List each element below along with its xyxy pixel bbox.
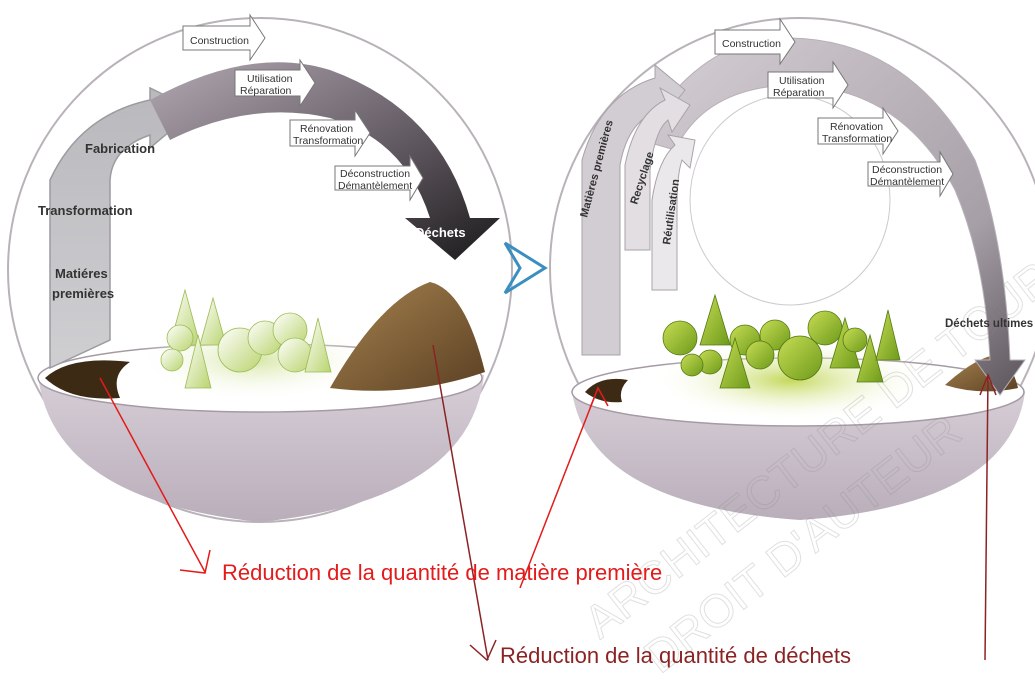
left-step-renovation: Rénovation <box>300 123 353 135</box>
arrow-raw-left-line <box>99 377 206 573</box>
left-label-dechets: Déchets <box>415 225 466 240</box>
left-step-demantelement: Démantèlement <box>338 180 412 192</box>
right-step-deconstruction: Déconstruction <box>872 164 942 176</box>
right-reuse-arrow <box>651 134 696 291</box>
left-label-premieres: premières <box>52 286 114 301</box>
red-pointer-arrows <box>99 344 997 662</box>
left-label-fabrication: Fabrication <box>85 141 155 156</box>
caption-waste-reduction: Réduction de la quantité de déchets <box>500 643 852 668</box>
arrow-raw-right-line <box>519 387 599 589</box>
arrow-raw-right-head-icon <box>589 386 609 409</box>
arrow-waste-left-head-icon <box>469 639 497 662</box>
right-step-boxes: Construction Utilisation Réparation Réno… <box>714 17 954 198</box>
left-step-reparation: Réparation <box>240 85 292 97</box>
arrow-raw-left-head-icon <box>179 549 211 574</box>
left-lifecycle-arrow <box>150 62 500 260</box>
right-diagram: Construction Utilisation Réparation Réno… <box>549 17 1035 520</box>
arrow-waste-left-line <box>432 344 489 661</box>
right-step-construction: Construction <box>722 38 781 50</box>
arrow-waste-right-line <box>984 374 989 661</box>
left-step-boxes: Construction Utilisation Réparation Réno… <box>182 13 424 202</box>
left-step-utilisation: Utilisation <box>247 73 293 85</box>
caption-raw-material-reduction: Réduction de la quantité de matière prem… <box>222 560 663 585</box>
right-raw-material-pit <box>585 378 628 403</box>
right-step-reparation: Réparation <box>773 87 825 99</box>
transition-chevron-icon <box>503 241 548 295</box>
right-recycling-arrow <box>624 86 691 251</box>
left-label-transformation: Transformation <box>38 203 133 218</box>
left-step-deconstruction: Déconstruction <box>340 168 410 180</box>
left-trees <box>160 288 332 389</box>
right-raw-materials-arrow <box>581 63 686 356</box>
right-step-demantelement: Démantèlement <box>870 176 944 188</box>
left-rising-arrow <box>49 86 197 370</box>
right-step-renovation: Rénovation <box>830 121 883 133</box>
arrow-waste-right-head-icon <box>979 372 997 396</box>
right-trees <box>662 293 901 389</box>
left-raw-material-pit <box>45 360 130 399</box>
right-label-dechets-ultimes: Déchets ultimes <box>945 318 1033 330</box>
right-step-transformation: Transformation <box>822 133 892 145</box>
left-step-transformation: Transformation <box>293 135 363 147</box>
left-diagram: Construction Utilisation Réparation Réno… <box>7 13 513 523</box>
left-step-construction: Construction <box>190 35 249 47</box>
left-label-matieres: Matiéres <box>55 266 108 281</box>
left-waste-pile <box>330 282 485 391</box>
right-step-utilisation: Utilisation <box>779 75 825 87</box>
